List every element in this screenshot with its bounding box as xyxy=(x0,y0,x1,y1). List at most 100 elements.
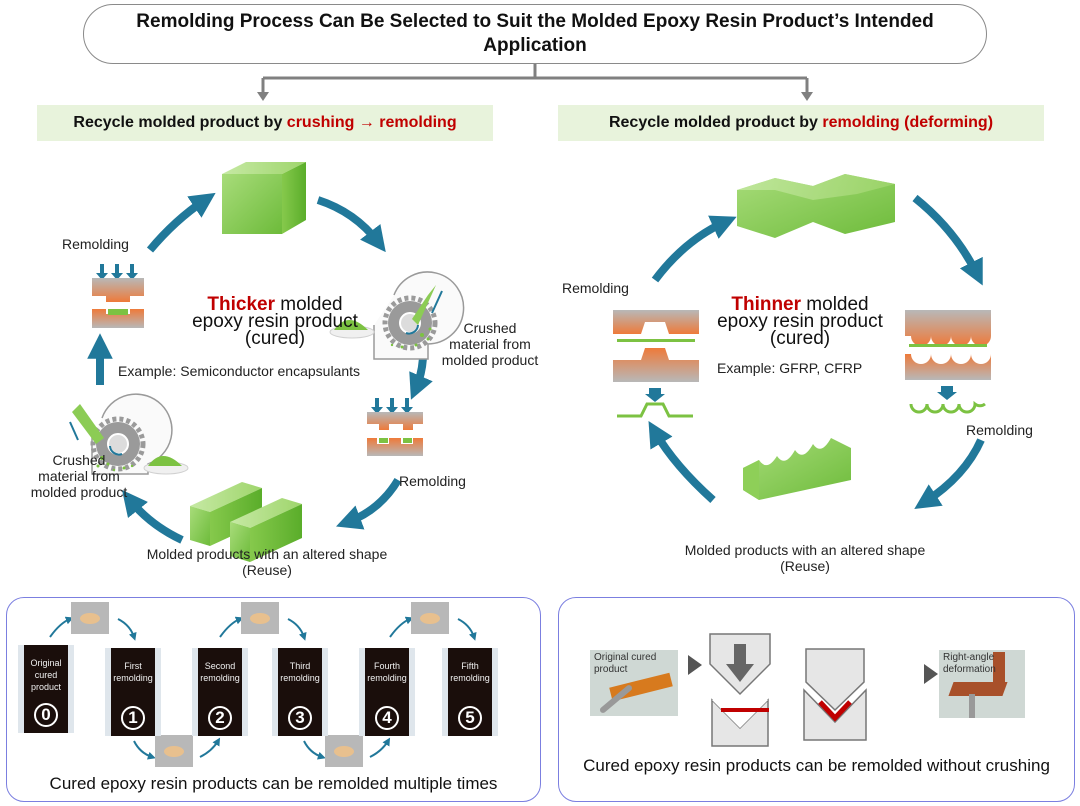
sample-photo-3: Third remolding 3 xyxy=(272,648,328,736)
cycle-arrow-2 xyxy=(912,194,983,286)
sample-number-badge: 2 xyxy=(208,706,232,730)
sample-label: Original xyxy=(30,658,62,668)
left-example-label: Example: Semiconductor encapsulants xyxy=(118,363,361,379)
crushed-powder-photo xyxy=(325,735,363,767)
sample-label: Fifth xyxy=(461,661,479,671)
left-section-header: Recycle molded product by crushing → rem… xyxy=(37,105,493,141)
left-reuse-label: Molded products with an altered shape (R… xyxy=(112,546,422,578)
sample-label: cured xyxy=(34,670,58,680)
sample-label: remolding xyxy=(450,673,490,683)
seq-arrow xyxy=(49,616,74,638)
press-punch-icon xyxy=(709,633,771,696)
right-header-prefix: Recycle molded product by xyxy=(608,114,823,131)
arrow-down-left-icon xyxy=(257,92,269,101)
left-remolding-label-top: Remolding xyxy=(62,236,129,252)
left-crushed-label-left: Crushed material from molded product xyxy=(24,452,134,500)
cycle-arrow-1 xyxy=(146,192,216,253)
seq-arrow xyxy=(133,740,156,760)
press-bending-diagram xyxy=(688,633,867,747)
sample-photo-2: Second remolding 2 xyxy=(192,648,248,736)
arrow-down-right-icon xyxy=(801,92,813,101)
deformed-product-label: Right-angle deformation xyxy=(943,652,996,676)
left-reuse-line2: (Reuse) xyxy=(242,562,292,578)
cycle-arrow-1 xyxy=(651,215,737,283)
right-remolding-label-right: Remolding xyxy=(966,422,1033,438)
seq-arrow xyxy=(457,618,477,641)
left-center-title: Thicker molded epoxy resin product (cure… xyxy=(170,294,380,349)
crusher-icon xyxy=(373,271,465,360)
deforming-caption: Cured epoxy resin products can be remold… xyxy=(583,756,1050,775)
right-reuse-line2: (Reuse) xyxy=(780,558,830,574)
crushed-powder-photo xyxy=(155,735,193,767)
sample-label: remolding xyxy=(200,673,240,683)
mold-press-icon xyxy=(92,264,144,328)
seq-arrow xyxy=(389,616,414,638)
left-center-line2: epoxy resin product xyxy=(192,311,358,332)
sample-number-badge: 0 xyxy=(34,703,58,727)
seq-arrow xyxy=(287,618,307,641)
original-product-photo: Original cured product xyxy=(590,650,678,716)
rectangular-bars-icon xyxy=(190,482,302,562)
left-center-line3: (cured) xyxy=(244,328,306,349)
sample-photo-0: Original cured product 0 xyxy=(18,645,74,733)
sample-label: Second xyxy=(204,661,236,671)
left-remolding-label-bottom: Remolding xyxy=(399,473,466,489)
multiple-remolding-caption: Cured epoxy resin products can be remold… xyxy=(49,774,498,793)
right-center-line3: (cured) xyxy=(769,328,831,349)
sample-number-badge: 4 xyxy=(375,706,399,730)
left-header-highlight: crushing → remolding xyxy=(286,114,457,131)
crushed-powder-photo xyxy=(411,602,449,634)
seq-arrow xyxy=(117,618,137,641)
main-title: Remolding Process Can Be Selected to Sui… xyxy=(136,11,934,56)
left-center-line1: molded xyxy=(274,294,343,315)
sample-number-badge: 5 xyxy=(458,706,482,730)
right-center-highlight: Thinner xyxy=(731,294,802,315)
sample-label: remolding xyxy=(367,673,407,683)
right-header-highlight: remolding (deforming) xyxy=(822,114,994,131)
cube-icon xyxy=(222,162,306,234)
sample-label: remolding xyxy=(280,673,320,683)
right-center-line2: epoxy resin product xyxy=(717,311,883,332)
right-reuse-line1: Molded products with an altered shape xyxy=(684,542,926,558)
crushed-powder-photo xyxy=(241,602,279,634)
photo-label-line: deformation xyxy=(943,664,996,675)
right-remolding-label-left: Remolding xyxy=(562,280,629,296)
crushed-powder-photo xyxy=(71,602,109,634)
left-header-prefix: Recycle molded product by xyxy=(73,114,287,131)
seq-arrow xyxy=(219,616,244,638)
stepped-block-icon xyxy=(737,174,895,238)
seq-arrow xyxy=(303,740,326,760)
title-connectors xyxy=(257,64,813,101)
cycle-arrow-4 xyxy=(648,420,716,503)
next-step-icon xyxy=(924,664,938,684)
press-bent-icon xyxy=(803,648,867,741)
right-example-label: Example: GFRP, CFRP xyxy=(717,360,863,376)
sample-label: product xyxy=(30,682,62,692)
main-title-box: Remolding Process Can Be Selected to Sui… xyxy=(83,4,987,64)
cycle-arrow-5 xyxy=(122,490,184,544)
next-step-icon xyxy=(688,655,702,675)
crushed-line: material from xyxy=(38,468,120,484)
seq-arrow xyxy=(369,737,391,758)
right-section-header: Recycle molded product by remolding (def… xyxy=(558,105,1044,141)
sample-number-badge: 1 xyxy=(121,706,145,730)
sample-label: Third xyxy=(289,661,311,671)
crushed-line: Crushed xyxy=(52,452,106,468)
wavy-block-icon xyxy=(743,438,851,500)
right-center-title: Thinner molded epoxy resin product (cure… xyxy=(700,294,900,349)
left-cycle-diagram xyxy=(69,162,465,562)
cycle-arrow-4 xyxy=(336,477,402,530)
left-center-highlight: Thicker xyxy=(207,294,275,315)
sample-number-badge: 3 xyxy=(288,706,312,730)
original-product-label: Original cured product xyxy=(594,652,656,676)
sample-photo-5: Fifth remolding 5 xyxy=(442,648,498,736)
wave-mold-icon xyxy=(905,310,991,414)
powder-dish-icon xyxy=(143,456,189,475)
crusher-icon xyxy=(69,393,173,475)
hat-mold-icon xyxy=(613,310,699,418)
left-crushed-label-right: Crushed material from molded product xyxy=(430,320,550,368)
crushed-line: molded product xyxy=(30,484,128,500)
sample-label: remolding xyxy=(113,673,153,683)
photo-label-line: Right-angle xyxy=(943,652,995,663)
